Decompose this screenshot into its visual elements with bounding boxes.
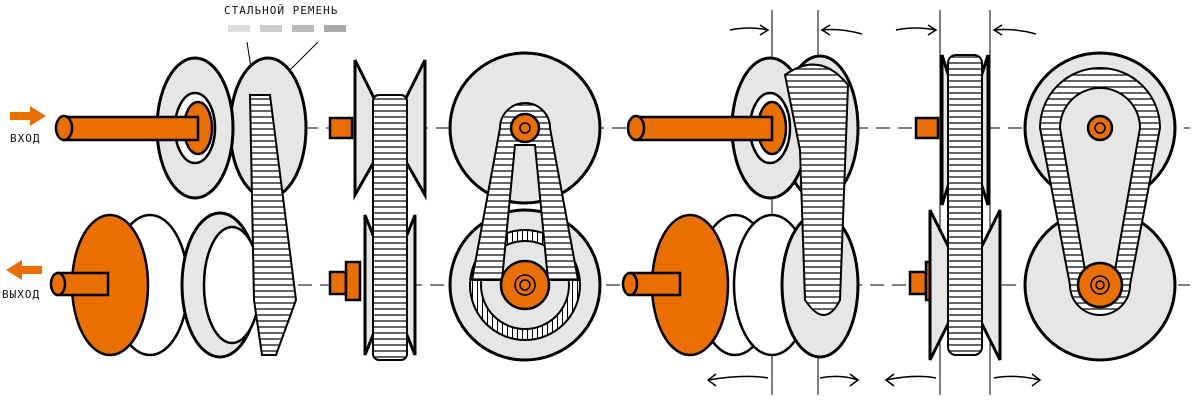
output-label: ВЫХОД: [2, 288, 41, 301]
belt-side: [372, 94, 408, 361]
input-arrow-icon: [10, 106, 46, 126]
right-side-view: [908, 54, 1002, 361]
belt-loop: [470, 102, 580, 281]
left-perspective-view: [6, 56, 308, 359]
left-side-view: [328, 59, 427, 361]
steel-belt-right: [783, 63, 850, 316]
belt-label: СТАЛЬНОЙ РЕМЕНЬ: [224, 4, 339, 17]
output-arrow-icon: [6, 260, 42, 280]
right-front-view: [1023, 51, 1177, 362]
steel-belt: [248, 94, 298, 356]
input-label: ВХОД: [10, 132, 41, 145]
right-perspective-view: [621, 54, 860, 359]
left-front-view: [448, 51, 602, 362]
